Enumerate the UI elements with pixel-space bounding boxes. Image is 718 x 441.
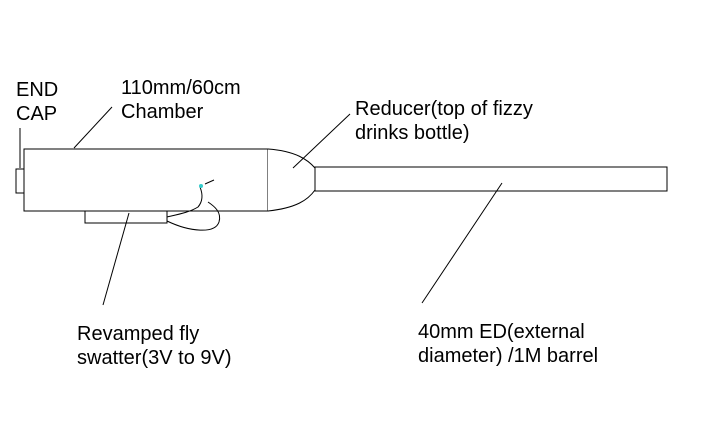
reducer-label-line: Reducer(top of fizzy: [355, 98, 533, 120]
fly-swatter-shape: [84, 210, 168, 224]
fly-swatter-label: Revamped fly swatter(3V to 9V): [77, 322, 232, 370]
spark-icon: [199, 184, 203, 188]
end-cap-label: END CAP: [16, 78, 58, 126]
wire-shape: [166, 186, 203, 218]
chamber-shape: [23, 148, 269, 212]
chamber-label: 110mm/60cm Chamber: [121, 76, 241, 124]
end-cap-shape: [15, 168, 25, 194]
reducer-leader-line: [292, 113, 351, 169]
barrel-label: 40mm ED(external diameter) /1M barrel: [418, 320, 598, 368]
chamber-leader-line: [73, 106, 113, 149]
fly-swatter-label-line: swatter(3V to 9V): [77, 347, 232, 369]
barrel-shape: [314, 166, 668, 192]
reducer-label-line: drinks bottle): [355, 122, 470, 144]
electrode-shape: [204, 179, 215, 185]
reducer-shape: [267, 148, 316, 212]
chamber-label-line: Chamber: [121, 101, 204, 123]
barrel-label-line: 40mm ED(external: [418, 321, 585, 343]
barrel-label-line: diameter) /1M barrel: [418, 345, 599, 367]
barrel-leader-line: [421, 182, 503, 304]
reducer-label: Reducer(top of fizzy drinks bottle): [355, 97, 533, 145]
chamber-label-line: 110mm/60cm: [121, 77, 241, 99]
fly-swatter-label-line: Revamped fly: [77, 323, 200, 345]
fly-swatter-leader-line: [102, 212, 130, 306]
end-cap-label-line: CAP: [16, 103, 58, 125]
end-cap-label-line: END: [16, 79, 59, 101]
wire-shape: [166, 201, 221, 231]
